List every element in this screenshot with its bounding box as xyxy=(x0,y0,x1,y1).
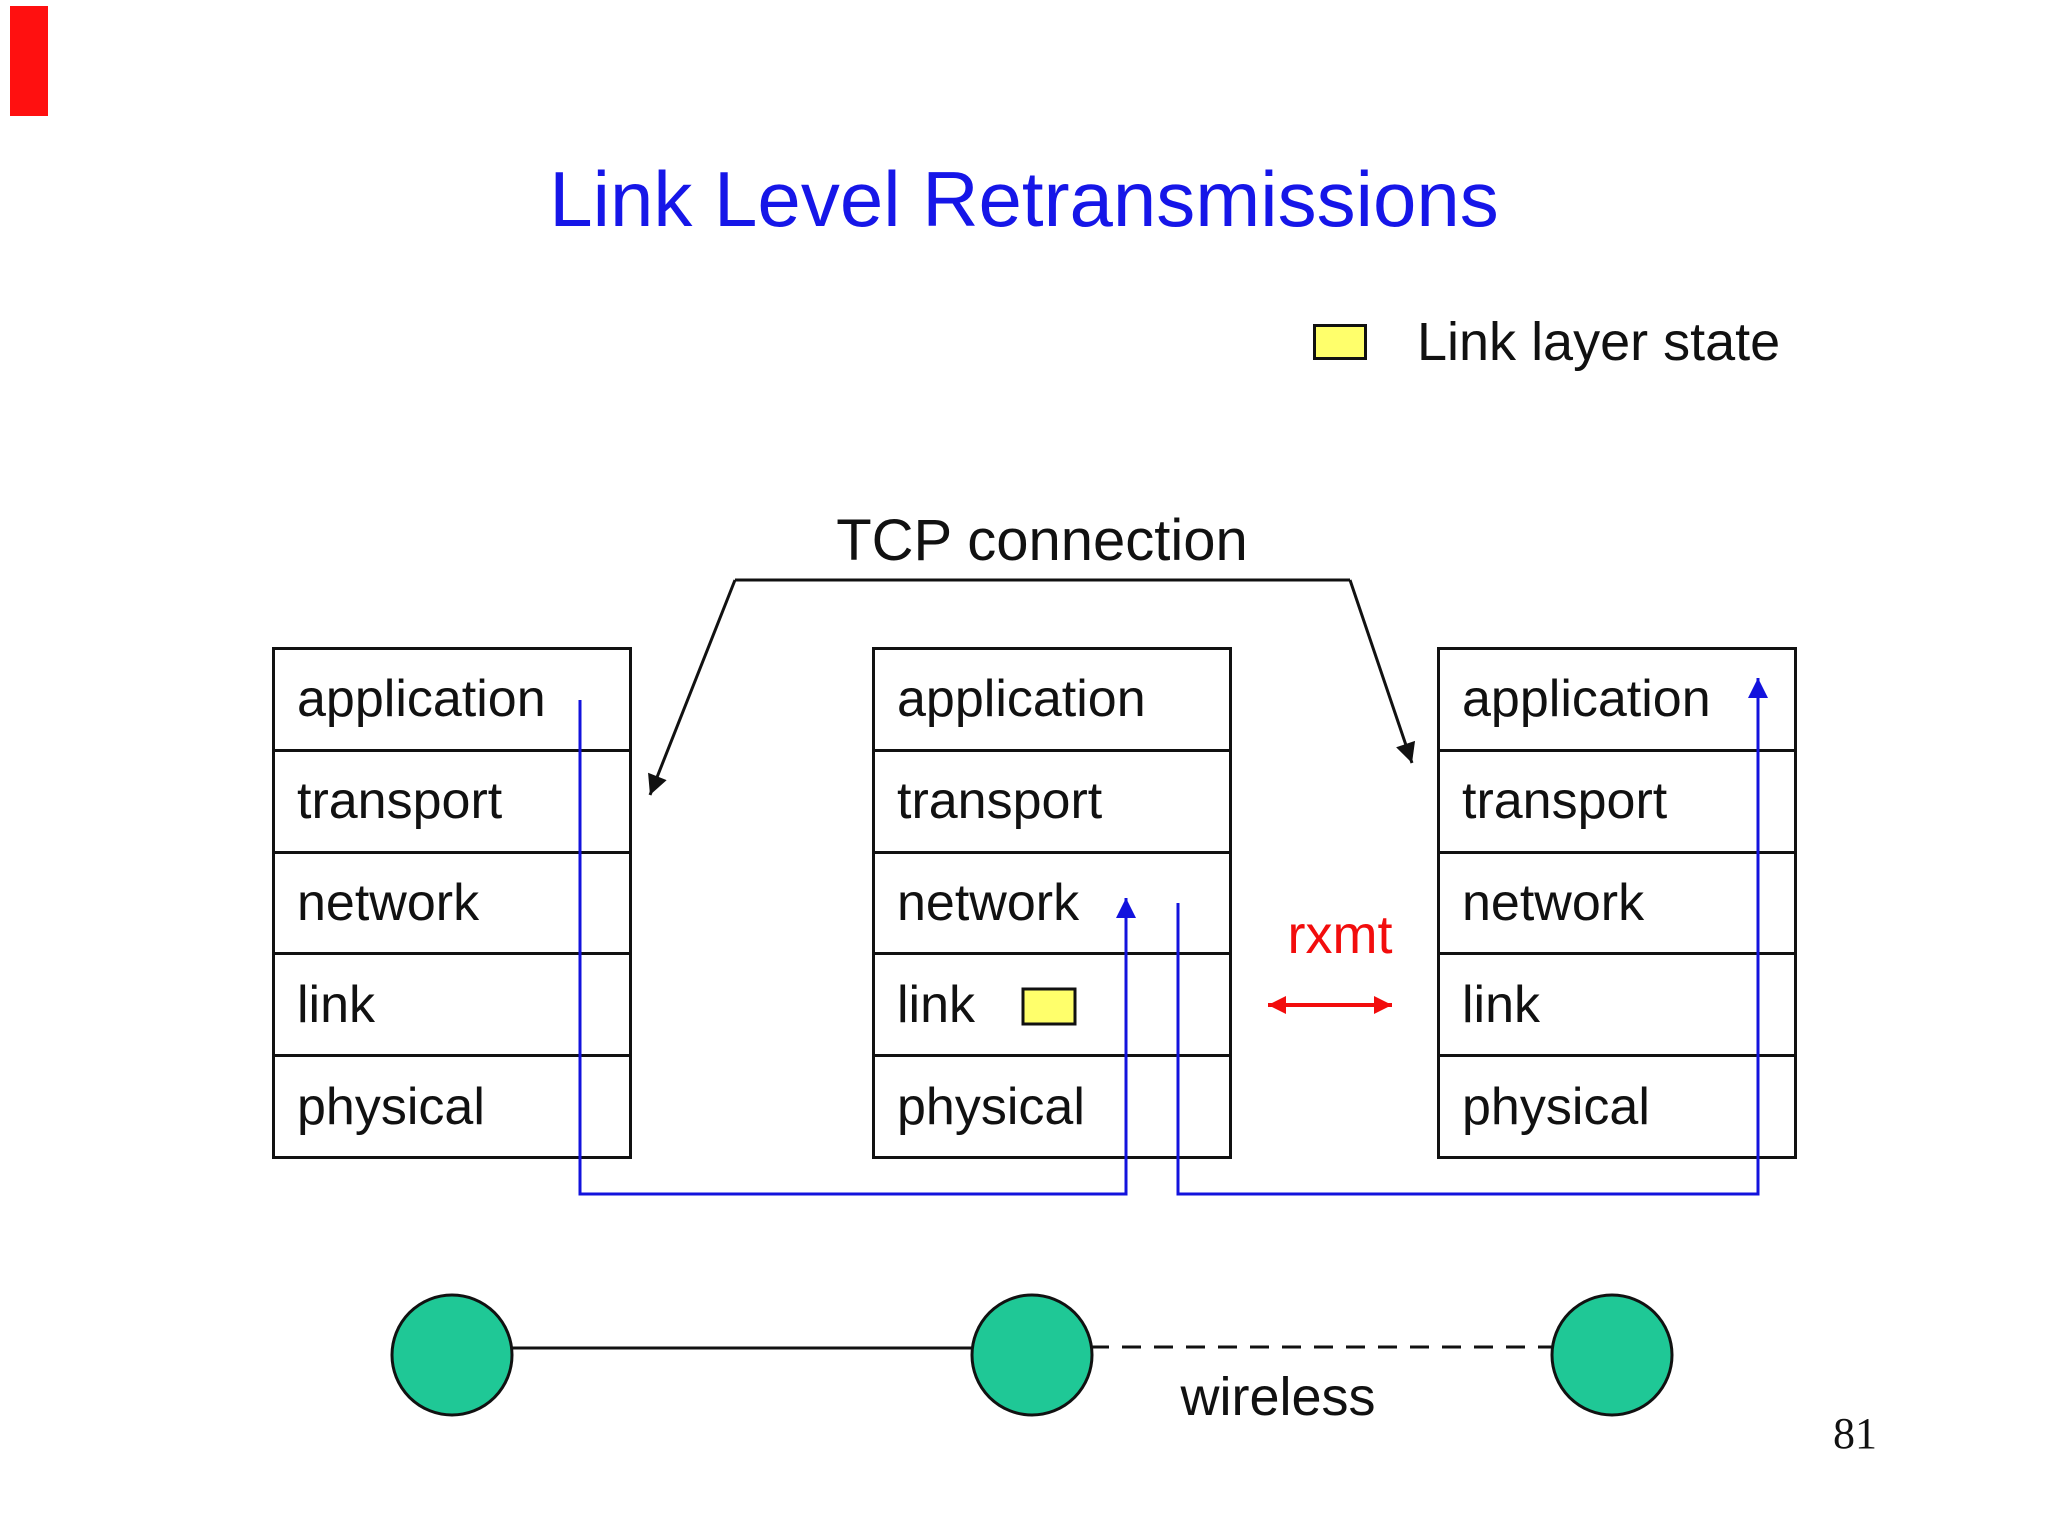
layer-row: transport xyxy=(275,748,629,851)
layer-row: application xyxy=(275,650,629,749)
layer-row: application xyxy=(1440,650,1794,749)
layer-row: network xyxy=(275,850,629,953)
layer-label-transport: transport xyxy=(297,772,503,831)
wireless-label: wireless xyxy=(1180,1367,1376,1427)
protocol-stack-sender: application transport network link physi… xyxy=(272,647,632,1159)
layer-row: physical xyxy=(275,1054,629,1156)
page-number: 81 xyxy=(1833,1409,1877,1458)
layer-label-network: network xyxy=(897,873,1080,932)
layer-label-link: link xyxy=(297,975,376,1034)
tcp-connection-label: TCP connection xyxy=(836,508,1248,573)
legend-label: Link layer state xyxy=(1417,312,1781,372)
layer-label-application: application xyxy=(1462,670,1711,729)
layer-row: transport xyxy=(1440,748,1794,851)
node-base-station xyxy=(970,1293,1094,1417)
layer-label-application: application xyxy=(897,670,1146,729)
layer-label-application: application xyxy=(297,670,546,729)
slide-title: Link Level Retransmissions xyxy=(549,155,1499,243)
layer-row: link xyxy=(275,952,629,1054)
layer-row: transport xyxy=(875,748,1229,851)
tcp-arrow-to-left-stack xyxy=(648,579,737,796)
layer-row: link xyxy=(875,952,1229,1054)
layer-row: network xyxy=(1440,850,1794,953)
layer-row: link xyxy=(1440,952,1794,1054)
tcp-arrow-to-right-stack xyxy=(1348,579,1416,764)
layer-label-physical: physical xyxy=(297,1077,485,1136)
layer-label-link: link xyxy=(897,975,976,1034)
layer-label-physical: physical xyxy=(1462,1077,1650,1136)
legend-yellow-swatch xyxy=(1313,324,1367,360)
rxmt-label: rxmt xyxy=(1287,905,1393,965)
protocol-stack-receiver: application transport network link physi… xyxy=(1437,647,1797,1159)
red-corner-marker xyxy=(10,6,48,116)
layer-label-network: network xyxy=(1462,873,1645,932)
node-sender xyxy=(390,1293,514,1417)
layer-row: application xyxy=(875,650,1229,749)
layer-label-physical: physical xyxy=(897,1077,1085,1136)
layer-label-transport: transport xyxy=(897,772,1103,831)
layer-row: physical xyxy=(1440,1054,1794,1156)
protocol-stack-base-station: application transport network link physi… xyxy=(872,647,1232,1159)
layer-row: physical xyxy=(875,1054,1229,1156)
node-receiver xyxy=(1550,1293,1674,1417)
legend: Link layer state xyxy=(1313,315,1780,369)
layer-row: network xyxy=(875,850,1229,953)
layer-label-network: network xyxy=(297,873,480,932)
layer-label-link: link xyxy=(1462,975,1541,1034)
layer-label-transport: transport xyxy=(1462,772,1668,831)
